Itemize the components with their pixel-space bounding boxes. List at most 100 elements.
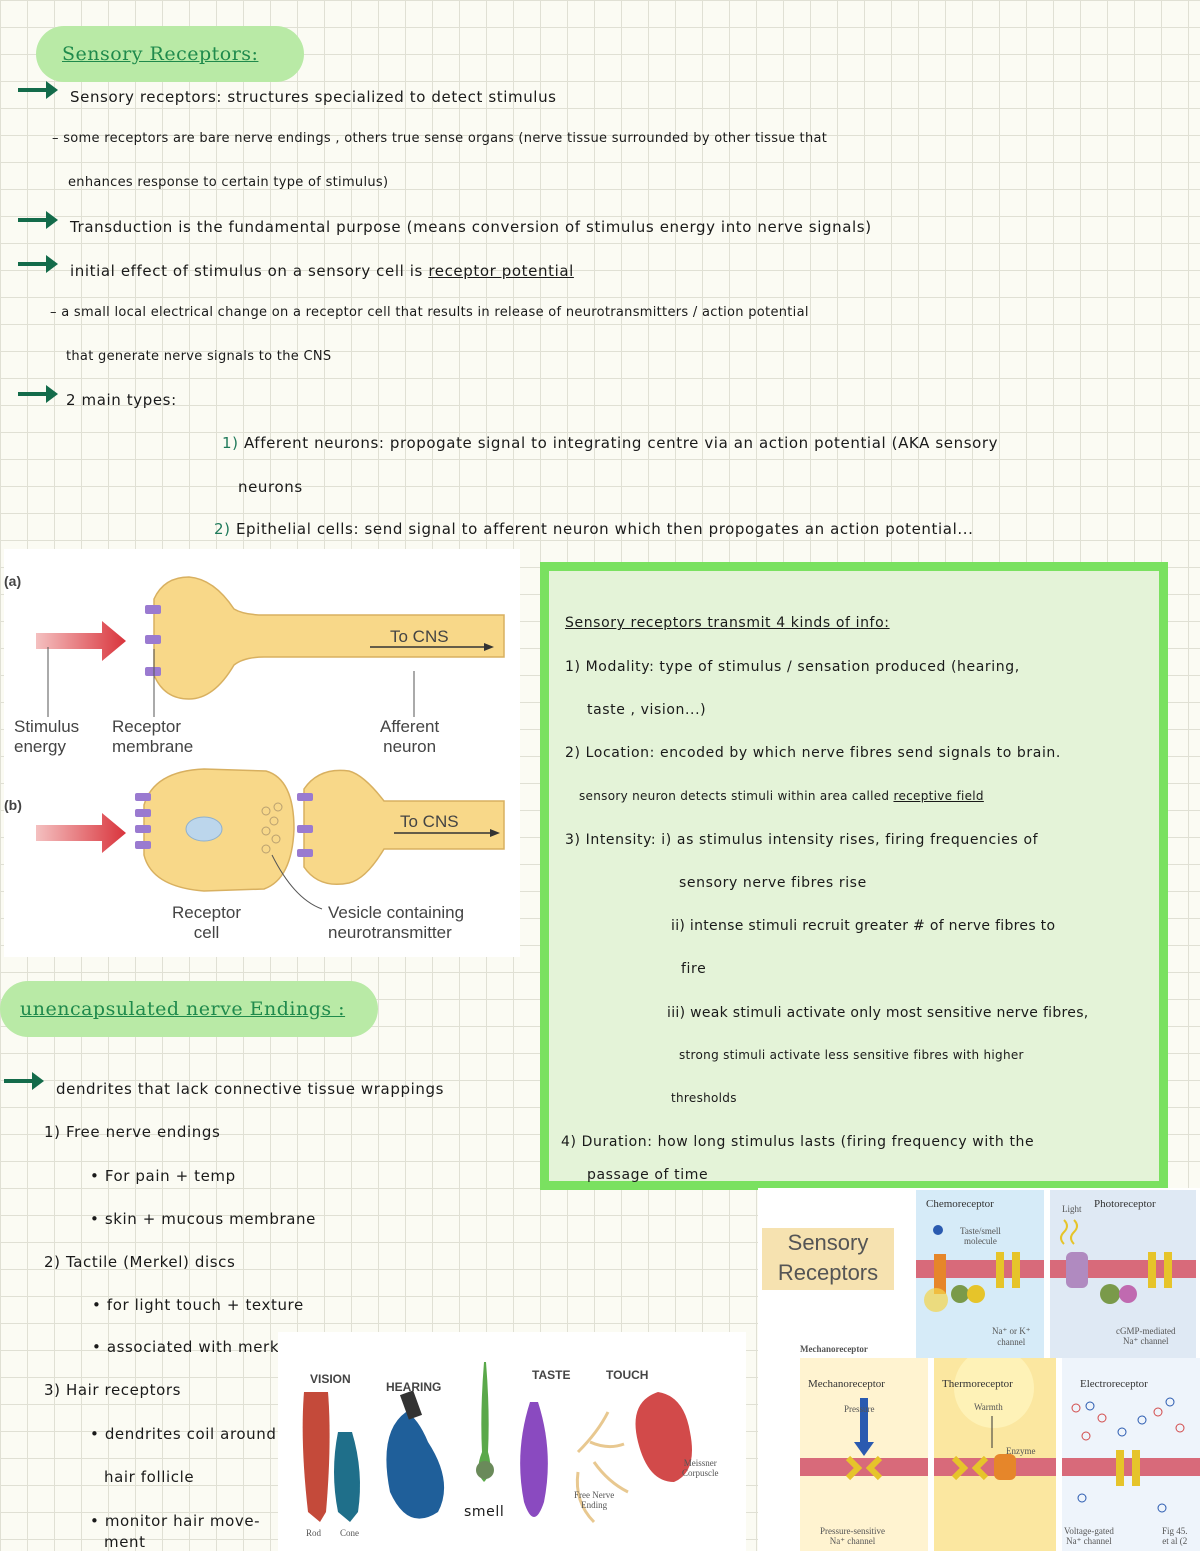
note-line: dendrites that lack connective tissue wr… [56, 1080, 444, 1098]
note-line: – some receptors are bare nerve endings … [52, 131, 827, 146]
info-line: sensory nerve fibres rise [679, 875, 867, 891]
note-text: Afferent neurons: propogate signal to in… [243, 434, 999, 452]
section-title-sensory-receptors: Sensory Receptors: [36, 26, 304, 82]
info-box: Sensory receptors transmit 4 kinds of in… [540, 562, 1168, 1190]
note-line: 1) Free nerve endings [44, 1123, 221, 1141]
key-term: receptive field [893, 789, 984, 803]
thermoreceptor-title: Thermoreceptor [942, 1378, 1013, 1390]
info-line: 2) Location: encoded by which nerve fibr… [565, 745, 1061, 761]
thermoreceptor-diagram [934, 1358, 1056, 1481]
note-line: • skin + mucous membrane [90, 1210, 316, 1228]
info-line: taste , vision...) [587, 702, 707, 718]
warmth-label: Warmth [974, 1402, 1003, 1412]
photoreceptor-title: Photoreceptor [1094, 1198, 1156, 1210]
fig-label-a: (a) [4, 573, 22, 589]
sense-label-taste: TASTE [532, 1368, 571, 1382]
info-line: iii) weak stimuli activate only most sen… [667, 1005, 1089, 1021]
note-text: initial effect of stimulus on a sensory … [70, 262, 423, 280]
note-text: a small local electrical change on a rec… [61, 305, 809, 320]
note-line: enhances response to certain type of sti… [68, 175, 389, 190]
note-line: 2 main types: [66, 391, 177, 409]
note-line: neurons [238, 478, 303, 496]
info-line: strong stimuli activate less sensitive f… [679, 1048, 1024, 1062]
bullet-arrow-icon [18, 255, 58, 273]
note-line: that generate nerve signals to the CNS [66, 349, 332, 364]
senses-figure: VISION HEARING TASTE TOUCH smell Rod Con… [278, 1332, 746, 1551]
info-line: thresholds [671, 1091, 737, 1105]
bullet-arrow-icon [18, 385, 58, 403]
to-cns-label: To CNS [390, 627, 449, 646]
note-line: 2) Tactile (Merkel) discs [44, 1253, 236, 1271]
list-number: 2) [214, 520, 231, 538]
note-line: 1) Afferent neurons: propogate signal to… [222, 434, 998, 452]
key-term: receptor potential [428, 262, 574, 280]
sense-label-touch: TOUCH [606, 1368, 649, 1382]
dash-mark: – [52, 131, 64, 146]
sense-label-hearing: HEARING [386, 1380, 442, 1394]
note-line: 2) Epithelial cells: send signal to affe… [214, 520, 973, 538]
electroreceptor-diagram [1062, 1397, 1200, 1513]
chemoreceptor-title: Chemoreceptor [926, 1198, 994, 1210]
receptor-diagram [36, 576, 505, 910]
fig-label-b: (b) [4, 797, 22, 813]
note-line: • dendrites coil around [90, 1425, 277, 1443]
info-line: sensory neuron detects stimuli within ar… [579, 789, 984, 803]
bullet-arrow-icon [4, 1072, 44, 1090]
enzyme-label: Enzyme [1006, 1446, 1036, 1456]
note-line: initial effect of stimulus on a sensory … [70, 262, 574, 280]
bullet-arrow-icon [18, 211, 58, 229]
mechanoreceptor-small-label: Mechanoreceptor [800, 1344, 868, 1354]
section-title-unencapsulated: unencapsulated nerve Endings : [0, 981, 378, 1037]
to-cns-label: To CNS [400, 812, 459, 831]
note-text: some receptors are bare nerve endings , … [63, 131, 828, 146]
note-line: ment [104, 1533, 146, 1551]
note-line: – a small local electrical change on a r… [50, 305, 809, 320]
info-line: 1) Modality: type of stimulus / sensatio… [565, 659, 1020, 675]
senses-cells-illustration [302, 1362, 692, 1524]
fig-credit: Fig 45.et al (2 [1162, 1526, 1188, 1546]
mechanoreceptor-title: Mechanoreceptor [808, 1378, 885, 1390]
info-line: passage of time [587, 1167, 709, 1183]
rod-label: Rod [306, 1528, 322, 1538]
info-line: 4) Duration: how long stimulus lasts (fi… [561, 1134, 1035, 1150]
note-line: Transduction is the fundamental purpose … [70, 218, 872, 236]
mechanoreceptor-panel: Mechanoreceptor Pressure Pressure-sensit… [800, 1358, 928, 1551]
note-line: • For pain + temp [90, 1167, 236, 1185]
light-label: Light [1062, 1204, 1082, 1214]
photoreceptor-diagram [1050, 1219, 1196, 1304]
dash-mark: – [50, 305, 62, 320]
list-number: 1) [222, 434, 239, 452]
info-line: 3) Intensity: i) as stimulus intensity r… [565, 832, 1039, 848]
note-line: hair follicle [104, 1468, 195, 1486]
chemo-channel-label: Na⁺ or K⁺channel [992, 1326, 1031, 1347]
note-line: • for light touch + texture [92, 1296, 304, 1314]
mechanoreceptor-diagram [800, 1398, 928, 1481]
cone-label: Cone [340, 1528, 359, 1538]
thermoreceptor-panel: Thermoreceptor Warmth Enzyme [934, 1358, 1056, 1551]
info-box-title: Sensory receptors transmit 4 kinds of in… [565, 615, 890, 631]
bullet-arrow-icon [18, 81, 58, 99]
note-line: • monitor hair move- [90, 1512, 261, 1530]
note-text: Epithelial cells: send signal to afferen… [235, 520, 974, 538]
note-line: 3) Hair receptors [44, 1381, 182, 1399]
pressure-label: Pressure [844, 1404, 875, 1414]
sense-label-smell: smell [464, 1504, 505, 1520]
chemoreceptor-diagram [916, 1225, 1044, 1312]
note-line: Sensory receptors: structures specialize… [70, 88, 557, 106]
